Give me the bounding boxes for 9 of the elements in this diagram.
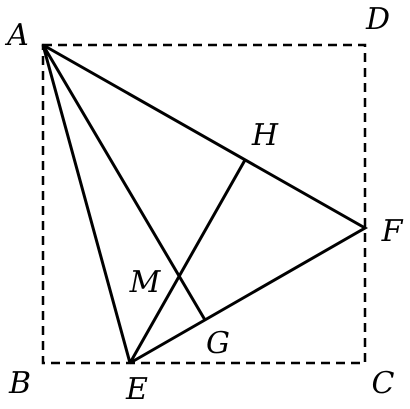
point-label: C [372, 369, 394, 399]
point-label: D [366, 5, 390, 35]
point-label: B [8, 369, 32, 399]
point-label: H [252, 121, 278, 151]
point-label: G [206, 329, 230, 359]
point-label: E [126, 375, 148, 405]
point-label: M [130, 268, 160, 298]
point-label: A [7, 21, 29, 51]
point-label: F [382, 217, 402, 247]
